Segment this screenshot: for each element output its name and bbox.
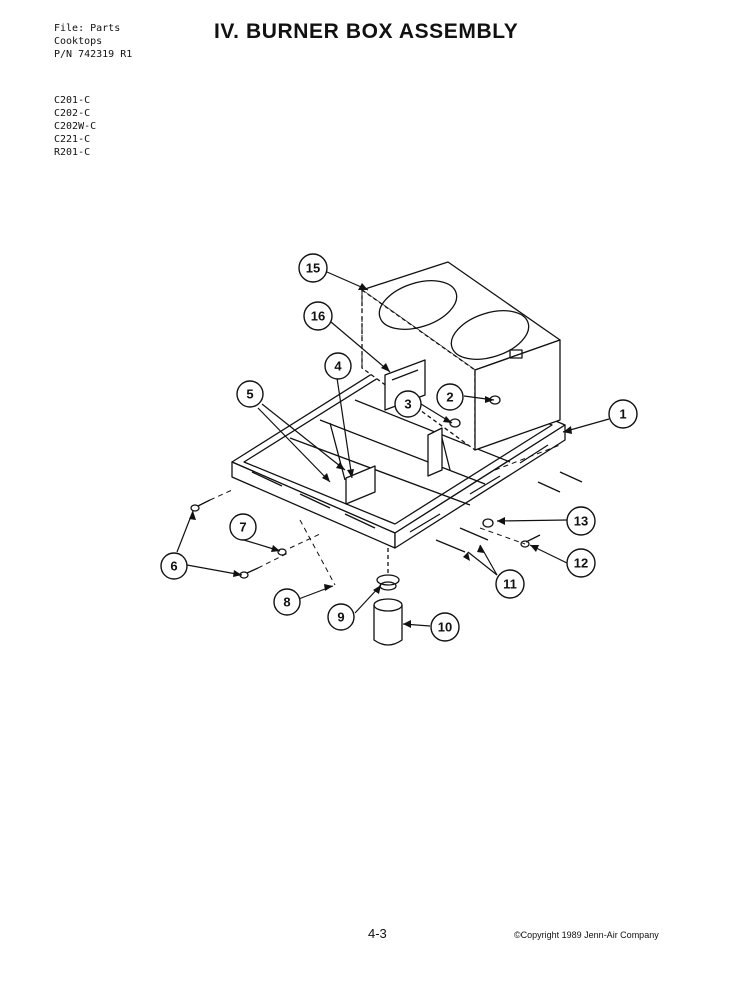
callout-label: 5: [246, 387, 253, 402]
callout-label: 12: [574, 556, 588, 571]
orifice-and-jar: [373, 548, 403, 646]
callout-label: 3: [404, 397, 411, 412]
callout-1: [608, 399, 638, 429]
model-item: C202-C: [54, 108, 91, 119]
arrowheads: [189, 283, 572, 628]
file-line: File: Parts: [54, 23, 121, 34]
callout-15: [298, 253, 328, 283]
callout-16: [303, 301, 333, 331]
model-item: C201-C: [54, 95, 91, 106]
model-item: C202W-C: [54, 121, 97, 132]
callout-label: 15: [306, 261, 320, 276]
callout-label: 1: [619, 407, 626, 422]
callout-12: [566, 548, 596, 578]
alignment-lines: [209, 290, 561, 586]
callout-9: [327, 603, 355, 631]
callout-8: [273, 588, 301, 616]
callout-6: [160, 552, 188, 580]
model-item: C221-C: [54, 134, 91, 145]
callout-label: 11: [503, 577, 517, 592]
side-bracket: [427, 427, 443, 477]
callout-label: 2: [446, 390, 453, 405]
hardware-parts: [190, 395, 583, 579]
callout-4: [324, 352, 352, 380]
callout-label: 8: [283, 595, 290, 610]
file-header: File: Parts Cooktops P/N 742319 R1: [54, 22, 132, 61]
callout-11: [495, 569, 525, 599]
callout-7: [229, 513, 257, 541]
model-item: R201-C: [54, 147, 91, 158]
part-number-line: P/N 742319 R1: [54, 49, 133, 60]
category-line: Cooktops: [54, 36, 103, 47]
callout-label: 4: [334, 359, 342, 374]
page-title: IV. BURNER BOX ASSEMBLY: [214, 20, 519, 43]
copyright-notice: ©Copyright 1989 Jenn-Air Company: [514, 930, 659, 940]
callout-circles: [160, 253, 638, 642]
callout-label: 16: [311, 309, 325, 324]
callout-2: [436, 383, 464, 411]
callout-3: [394, 390, 422, 418]
callout-10: [430, 612, 460, 642]
callout-label: 13: [574, 514, 588, 529]
model-list: C201-C C202-C C202W-C C221-C R201-C: [54, 94, 96, 159]
callout-5: [236, 380, 264, 408]
callout-label: 9: [337, 610, 344, 625]
lower-bracket: [345, 465, 376, 505]
callout-13: [566, 506, 596, 536]
callout-label: 10: [438, 620, 452, 635]
page-number: 4-3: [368, 926, 387, 941]
callout-label: 7: [239, 520, 246, 535]
leader-lines: [176, 271, 610, 627]
callout-label: 6: [170, 559, 177, 574]
